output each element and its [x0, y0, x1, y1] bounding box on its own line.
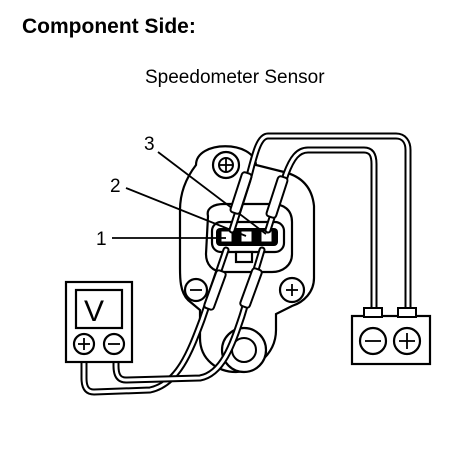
plus-terminal-icon [392, 326, 422, 356]
pin-label-2: 2 [110, 176, 121, 197]
battery-post-positive [397, 307, 417, 318]
mount-hole-top-inner [218, 157, 234, 173]
minus-terminal-icon [358, 326, 388, 356]
terminal-pin-2 [240, 230, 253, 243]
minus-terminal-icon [102, 332, 126, 356]
battery-post-negative [363, 307, 383, 318]
probe-bottom-right [239, 267, 263, 309]
battery-wiring [228, 132, 412, 320]
probe-top-right [265, 175, 289, 219]
diagram-title: Speedometer Sensor [145, 67, 325, 88]
pin-leader-2 [125, 187, 247, 237]
pin-leader-3 [157, 151, 267, 235]
pin-callouts: 3 2 1 [96, 134, 267, 250]
section-heading: Component Side: [22, 15, 196, 38]
battery [350, 307, 432, 366]
probe-top-left [229, 171, 253, 215]
terminal-pin-1 [220, 230, 233, 243]
connector-latch [234, 250, 254, 264]
pin-label-3: 3 [144, 134, 155, 155]
probe-bottom-left [203, 269, 227, 311]
pin-label-1: 1 [96, 229, 107, 250]
voltmeter-wiring [80, 246, 266, 396]
plus-terminal-icon [72, 332, 96, 356]
voltmeter-display [74, 288, 124, 330]
voltmeter-symbol: V [84, 295, 104, 328]
voltmeter: V [64, 280, 134, 364]
